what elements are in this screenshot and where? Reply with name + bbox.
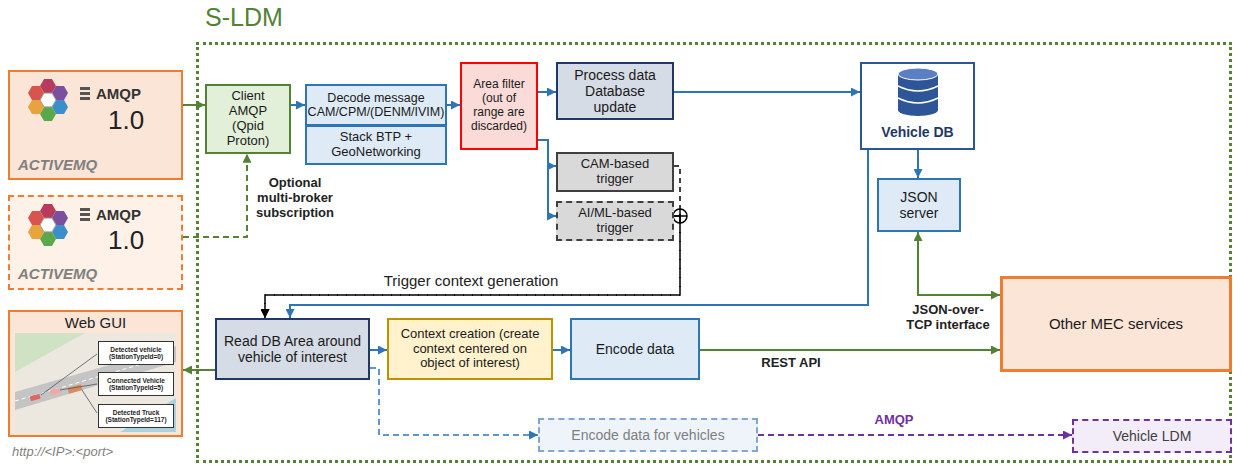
connector — [553, 349, 570, 351]
broker-ground — [8, 70, 183, 180]
broker-box: AMQP 1.0ACTIVEMQ — [8, 70, 183, 180]
node-text: JSON server — [884, 189, 954, 221]
map-tag: Connected Vehicle (StationTypeId=5) — [98, 372, 174, 396]
node-text: Decode message CAM/CPM/(DENM/IVIM) — [308, 91, 445, 120]
process-box: Read DB Area around vehicle of interest — [215, 318, 370, 380]
node-text: Vehicle LDM — [1113, 428, 1192, 444]
node-text: ACTIVEMQ — [18, 156, 97, 173]
server-box: JSON server — [877, 178, 961, 232]
connector — [291, 104, 305, 106]
node-text: Detected vehicle (StationTypeId=0) — [101, 346, 171, 361]
connector-label: Trigger context generation — [360, 272, 582, 289]
node-text: Web GUI — [10, 314, 181, 331]
map-tag: Detected Truck (StationTypeId=117) — [98, 404, 174, 428]
node-text: 1.0 — [108, 106, 144, 136]
node-text: Encode data — [596, 341, 675, 357]
node-text: Encode data for vehicles — [571, 427, 724, 443]
node-text: Other MEC services — [1049, 315, 1183, 332]
node-text: Vehicle DB — [881, 124, 953, 140]
amqp-icon — [80, 87, 90, 221]
filter-box: Area filter (out of range are discarded) — [460, 62, 538, 150]
activemq-logo — [28, 204, 68, 246]
connector — [183, 369, 215, 371]
external-box: Other MEC services — [1000, 276, 1232, 372]
activemq-logo — [28, 79, 68, 121]
broker-ground — [8, 195, 183, 290]
database-box: Vehicle DB — [860, 62, 975, 150]
database-icon — [898, 68, 938, 116]
node-text: Read DB Area around vehicle of interest — [222, 333, 363, 365]
connector — [370, 349, 387, 351]
process-box: Process data Database update — [556, 62, 674, 120]
external-box: Vehicle LDM — [1072, 419, 1232, 453]
connector-label: JSON-over-TCP interface — [898, 303, 998, 333]
node-text: CAM-based trigger — [563, 157, 667, 187]
optional-box: Encode data for vehicles — [538, 418, 758, 452]
service-container: S-LDMClient AMQP (Qpid Proton)Decode mes… — [196, 42, 1232, 463]
broker-box: AMQP 1.0ACTIVEMQ — [8, 195, 183, 290]
node-text: Detected Truck (StationTypeId=117) — [101, 409, 171, 424]
connector — [917, 150, 919, 178]
node-text: Connected Vehicle (StationTypeId=5) — [101, 377, 171, 392]
node-text: Stack BTP + GeoNetworking — [312, 130, 440, 160]
process-box: Context creation (create context centere… — [387, 318, 553, 380]
connector — [758, 434, 1072, 436]
trigger-box: AI/ML-based trigger — [556, 201, 674, 241]
url-note: http://<IP>:<port> — [10, 445, 185, 460]
connector — [183, 104, 205, 106]
process-box: Encode data — [570, 318, 700, 380]
node-text: AI/ML-based trigger — [563, 206, 667, 236]
node-text: 1.0 — [108, 226, 144, 256]
connector — [538, 140, 556, 216]
connector — [183, 154, 247, 237]
connector-label: REST API — [745, 356, 837, 371]
connector — [918, 232, 1000, 295]
node-text: S-LDM — [205, 3, 283, 32]
gui-ground — [8, 310, 183, 437]
node-text: AMQP — [96, 85, 141, 102]
node-text: Context creation (create context centere… — [394, 327, 546, 372]
node-text: Client AMQP (Qpid Proton) — [212, 89, 284, 149]
node-text: Process data Database update — [563, 67, 667, 115]
process-box: Stack BTP + GeoNetworking — [305, 125, 447, 165]
node-text: ACTIVEMQ — [18, 265, 97, 282]
connector-label: AMQP — [858, 413, 930, 428]
map-tag: Detected vehicle (StationTypeId=0) — [98, 341, 174, 365]
connector — [447, 104, 460, 106]
process-box: Client AMQP (Qpid Proton) — [205, 84, 291, 154]
connector — [674, 91, 860, 93]
process-box: Decode message CAM/CPM/(DENM/IVIM) — [305, 84, 447, 126]
connector — [538, 91, 556, 93]
connector — [700, 349, 1000, 351]
connector — [290, 150, 868, 318]
connector-label: Optional multi-broker subscription — [254, 176, 336, 221]
gui-panel: Web GUI Detected vehicle (StationTypeId=0… — [8, 310, 183, 437]
map-screenshot — [15, 333, 176, 432]
trigger-box: CAM-based trigger — [556, 152, 674, 192]
node-text: Area filter (out of range are discarded) — [467, 78, 531, 133]
node-text: AMQP — [96, 206, 141, 223]
